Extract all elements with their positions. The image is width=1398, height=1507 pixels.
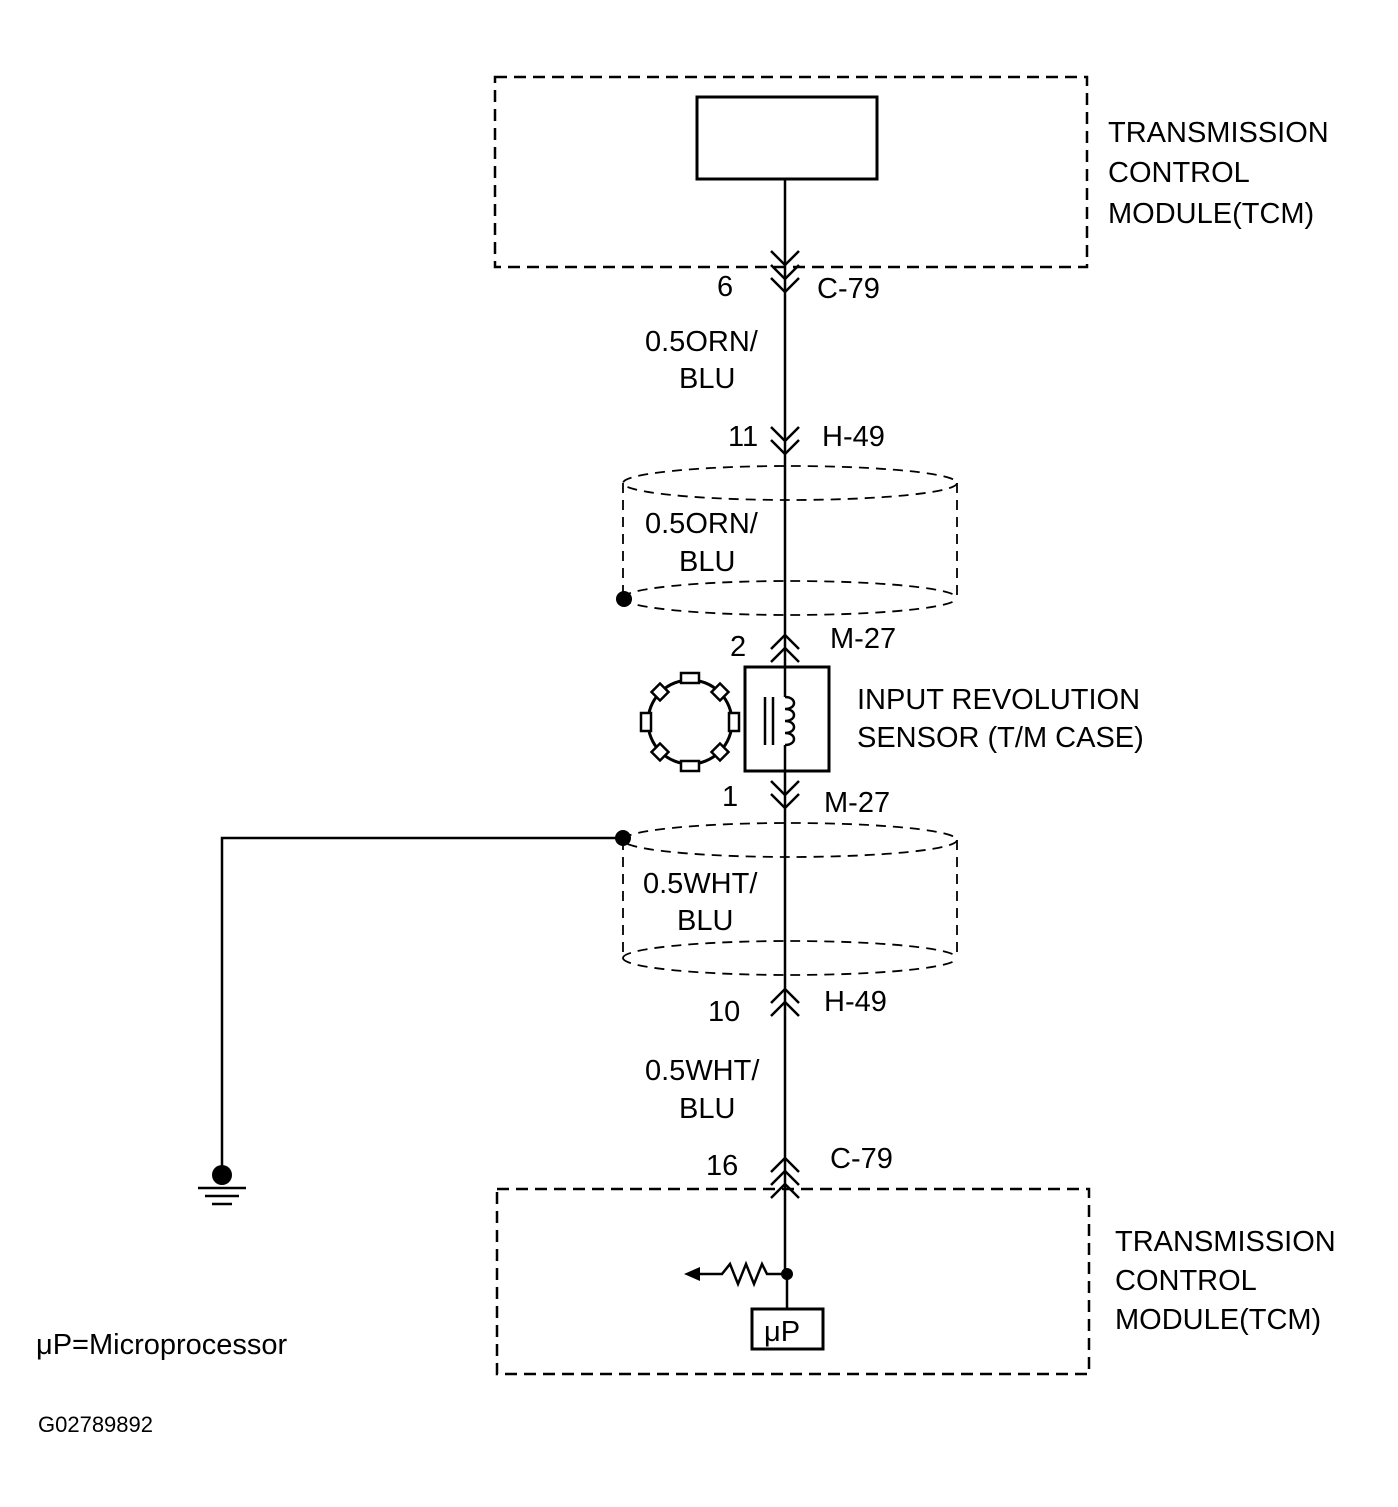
tcm-top-label-line1: TRANSMISSION [1108,117,1329,149]
wire-upper-harness-line1: 0.5ORN/ [645,326,759,358]
connector-m27-top-name: M-27 [830,623,896,655]
connector-c79-bottom-pin: 16 [706,1150,738,1182]
tcm-bottom-label-line3: MODULE(TCM) [1115,1304,1321,1336]
reluctor-wheel-icon [639,671,741,773]
wire-upper-harness-line2: BLU [679,363,735,395]
sensor-label-line1: INPUT REVOLUTION [857,684,1140,716]
connector-c79-bottom-name: C-79 [830,1143,893,1175]
microprocessor-box [750,1307,825,1351]
connector-m27-top-pin: 2 [730,631,746,663]
tcm-bottom-label-line2: CONTROL [1115,1265,1257,1297]
pullup-arrow-icon [684,1267,700,1281]
sensor-coil-icon [763,667,796,771]
wire-lower-shielded-line1: 0.5WHT/ [643,868,758,900]
legend-microprocessor: μP=Microprocessor [36,1329,288,1361]
shield-upper-drain-dot [616,591,632,607]
wire-upper-shielded-line2: BLU [679,546,735,578]
connector-h49-top-name: H-49 [822,421,885,453]
shield-lower [622,822,958,976]
sensor-body [743,665,831,773]
connector-h49-bottom-name: H-49 [824,986,887,1018]
figure-id: G02789892 [38,1412,153,1437]
connector-m27-bottom-symbol [770,780,800,810]
sensor-label-line2: SENSOR (T/M CASE) [857,722,1144,754]
tcm-top-internal-block [695,95,879,181]
wire-lower-harness-line2: BLU [679,1093,735,1125]
wire-lower-harness-line1: 0.5WHT/ [645,1055,760,1087]
ground-icon [198,1165,246,1206]
ground-drain-wire [220,836,623,1170]
connector-c79-top-pin: 6 [717,271,733,303]
tcm-top-label-line2: CONTROL [1108,157,1250,189]
connector-h49-top-pin: 11 [728,421,758,453]
tcm-top-boundary [493,75,1089,269]
shield-upper [622,465,958,616]
tcm-bottom-boundary [495,1187,1091,1376]
microprocessor-label: μP [764,1316,800,1348]
wire-lower-shielded-line2: BLU [677,905,733,937]
pullup-resistor-icon [700,1260,787,1288]
connector-m27-bottom-name: M-27 [824,787,890,819]
wire-upper-shielded-line1: 0.5ORN/ [645,508,759,540]
connector-h49-bottom-pin: 10 [708,996,740,1028]
connector-h49-top-symbol [770,426,800,456]
connector-c79-bottom-symbol [770,1156,800,1199]
connector-c79-top-name: C-79 [817,273,880,305]
connector-c79-top-symbol [770,250,800,294]
connector-m27-top-symbol [770,633,800,663]
connector-m27-bottom-pin: 1 [722,781,738,813]
tcm-bottom-label-line1: TRANSMISSION [1115,1226,1336,1258]
tcm-top-label-line3: MODULE(TCM) [1108,198,1314,230]
connector-h49-bottom-symbol [770,987,800,1017]
